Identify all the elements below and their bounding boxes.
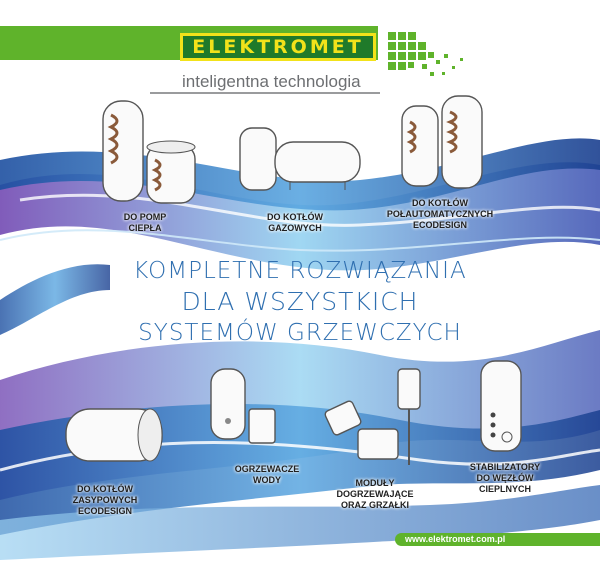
label-line: STABILIZATORY — [469, 462, 541, 472]
heating-modules-image — [324, 368, 421, 465]
tagline: inteligentna technologia — [182, 72, 361, 91]
label-do-kotlow-gazowych: DO KOTŁÓW GAZOWYCH — [255, 212, 335, 234]
label-line: DO KOTŁÓW — [77, 484, 133, 494]
label-line: OGRZEWACZE — [234, 464, 300, 474]
brand-logo: ELEKTROMET — [180, 33, 376, 61]
label-do-kotlow-polautomatycznych: DO KOTŁÓW POŁAUTOMATYCZNYCH ECODESIGN — [385, 198, 495, 231]
label-stabilizatory: STABILIZATORY DO WĘZŁÓW CIEPLNYCH — [455, 462, 555, 495]
website-link[interactable]: www.elektromet.com.pl — [405, 534, 506, 544]
label-do-pomp-ciepla: DO POMP CIEPŁA — [110, 212, 180, 234]
label-do-kotlow-zasypowych: DO KOTŁÓW ZASYPOWYCH ECODESIGN — [65, 484, 145, 517]
gas-boiler-tanks-image — [239, 127, 361, 191]
label-ogrzewacze-wody: OGRZEWACZE WODY — [222, 464, 312, 486]
water-heater-image — [210, 368, 276, 444]
heat-pump-tanks-image — [102, 100, 196, 204]
label-line: DO POMP — [123, 212, 167, 222]
semi-auto-boiler-tanks-image — [401, 95, 483, 189]
label-line: ECODESIGN — [412, 220, 467, 230]
headline-line-1: KOMPLETNE ROZWIĄZANIA — [133, 258, 467, 284]
label-line: ZASYPOWYCH — [72, 495, 138, 505]
solid-fuel-tank-image — [65, 408, 163, 462]
headline-line-3: SYSTEMÓW GRZEWCZYCH — [138, 320, 462, 346]
headline-line-2: DLA WSZYSTKICH — [181, 287, 419, 316]
website-bar — [395, 533, 600, 546]
stabilizer-tank-image — [480, 360, 522, 452]
label-line: GAZOWYCH — [268, 223, 322, 233]
label-line: POŁAUTOMATYCZNYCH — [386, 209, 494, 219]
label-line: DO KOTŁÓW — [412, 198, 468, 208]
label-line: DO WĘZŁÓW — [476, 473, 534, 483]
label-line: CIEPŁA — [128, 223, 162, 233]
label-line: CIEPLNYCH — [478, 484, 531, 494]
registered-mark: ® — [378, 31, 387, 41]
label-moduly-dogrzewajace: MODUŁY DOGRZEWAJĄCE ORAZ GRZAŁKI — [325, 478, 425, 511]
tagline-underline — [150, 92, 380, 94]
label-line: DO KOTŁÓW — [267, 212, 323, 222]
label-line: MODUŁY — [355, 478, 395, 488]
pixel-grid-icon — [388, 32, 463, 76]
label-line: ECODESIGN — [77, 506, 132, 516]
label-line: WODY — [253, 475, 281, 485]
logo-text: ELEKTROMET — [192, 36, 364, 58]
label-line: DOGRZEWAJĄCE — [336, 489, 414, 499]
label-line: ORAZ GRZAŁKI — [341, 500, 409, 510]
